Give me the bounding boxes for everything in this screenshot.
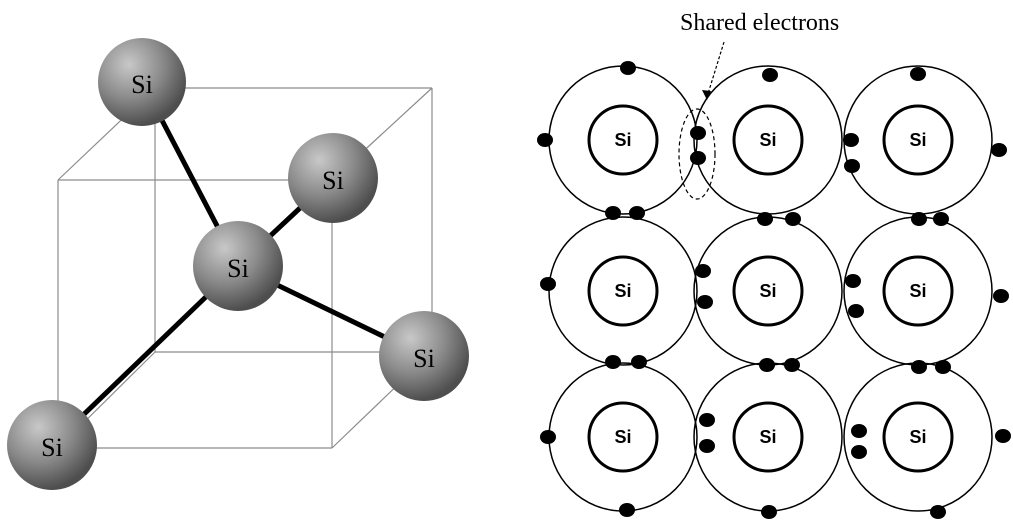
atom-label: Si	[614, 427, 631, 447]
atom-label: Si	[131, 70, 153, 99]
nucleus-core	[732, 401, 804, 473]
atom-label: Si	[909, 427, 926, 447]
electron-dot	[540, 277, 556, 291]
atom-label: Si	[413, 344, 435, 373]
nucleus-core	[587, 401, 659, 473]
atom-label: Si	[759, 427, 776, 447]
nucleus-core	[587, 104, 659, 176]
valence-electrons	[537, 61, 1011, 519]
electron-dot	[537, 133, 553, 147]
electron-dot	[605, 206, 621, 220]
electron-dot	[761, 505, 777, 519]
electron-dot	[762, 68, 778, 82]
electron-dot	[540, 430, 556, 444]
shared-electrons-label: Shared electrons	[680, 10, 839, 36]
electron-dot	[757, 212, 773, 226]
atom-label: Si	[322, 166, 344, 195]
electron-dot	[620, 61, 636, 75]
electron-dot	[605, 355, 621, 369]
electron-dot	[759, 358, 775, 372]
electron-dot	[995, 429, 1011, 443]
si-atom-2-2: Si	[693, 216, 843, 366]
shared-pair-highlight	[678, 108, 716, 200]
nucleus-core	[732, 255, 804, 327]
atom-label: Si	[909, 130, 926, 150]
electron-dot	[935, 360, 951, 374]
annotation-arrow	[706, 41, 725, 98]
atom-upper-right: Si	[288, 133, 378, 223]
electron-dot	[991, 143, 1007, 157]
electron-dot	[697, 295, 713, 309]
nucleus-core	[587, 255, 659, 327]
electron-dot	[993, 289, 1009, 303]
atom-right: Si	[379, 311, 469, 401]
si-atom-1-2: Si	[693, 65, 843, 215]
si-atom-3-3: Si	[843, 362, 993, 512]
electron-dot	[690, 151, 706, 165]
electron-dot	[619, 503, 635, 517]
electron-dot	[845, 274, 861, 288]
si-atom-3-2: Si	[693, 362, 843, 512]
electron-dot	[695, 264, 711, 278]
si-atom-1-3: Si	[843, 65, 993, 215]
si-atom-2-1: Si	[548, 216, 698, 366]
electron-dot	[851, 445, 867, 459]
electron-dot	[910, 67, 926, 81]
electron-dot	[699, 439, 715, 453]
electron-dot	[785, 212, 801, 226]
electron-dot	[911, 360, 927, 374]
atom-top-left: Si	[98, 38, 186, 126]
nucleus-core	[882, 104, 954, 176]
electron-dot	[843, 133, 859, 147]
si-atom-3-1: Si	[548, 362, 698, 512]
annotation-arrowhead	[702, 90, 711, 100]
nucleus-core	[882, 255, 954, 327]
atom-center: Si	[193, 221, 283, 311]
nucleus-core	[882, 401, 954, 473]
electron-dot	[848, 304, 864, 318]
electron-dot	[629, 206, 645, 220]
atom-label: Si	[759, 281, 776, 301]
atom-label: Si	[41, 433, 63, 462]
electron-dot	[699, 413, 715, 427]
atom-label: Si	[227, 254, 249, 283]
atom-bottom-left: Si	[7, 400, 97, 490]
electron-dot	[851, 424, 867, 438]
atom-label: Si	[614, 281, 631, 301]
electron-dot	[911, 212, 927, 226]
si-atom-2-3: Si	[843, 216, 993, 366]
atom-label: Si	[909, 281, 926, 301]
tetrahedral-lattice-diagram: Si Si Si Si Si	[7, 38, 469, 490]
electron-dot	[631, 355, 647, 369]
electron-dot	[930, 505, 946, 519]
electron-dot	[690, 126, 706, 140]
atom-label: Si	[759, 130, 776, 150]
atom-label: Si	[614, 130, 631, 150]
nucleus-core	[732, 104, 804, 176]
electron-dot	[784, 358, 800, 372]
electron-dot	[933, 212, 949, 226]
outer-shell	[548, 216, 698, 366]
electron-dot	[844, 159, 860, 173]
si-atom-1-1: Si	[548, 65, 698, 215]
